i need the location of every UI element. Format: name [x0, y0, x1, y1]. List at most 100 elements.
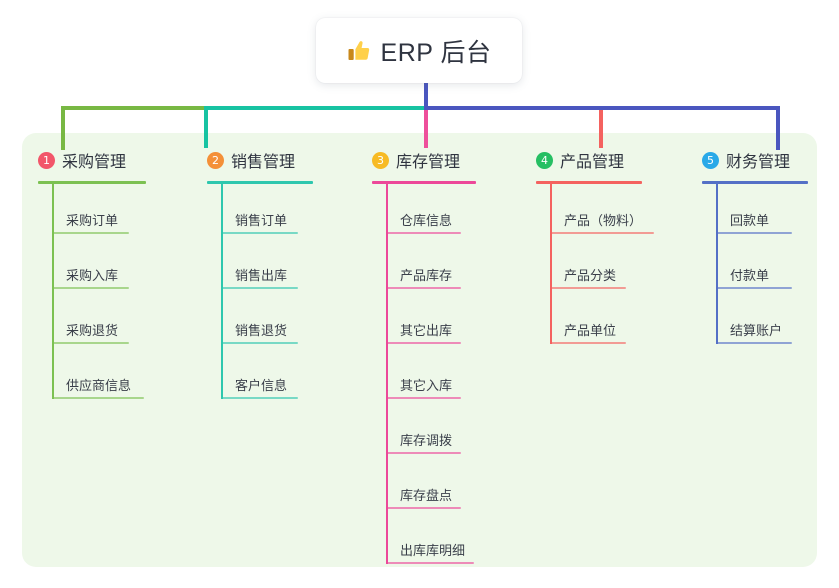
list-item[interactable]: 仓库信息 — [372, 184, 476, 239]
column-title-finance: 财务管理 — [726, 154, 791, 171]
item-rule-sales-1 — [221, 287, 298, 289]
column-sales: 2 销售管理销售订单销售出库销售退货客户信息 — [207, 148, 313, 404]
column-spine-finance — [716, 184, 718, 344]
column-header-sales[interactable]: 2 销售管理 — [207, 148, 313, 172]
item-rule-inventory-6 — [386, 562, 474, 564]
column-badge-finance: 5 — [702, 151, 719, 169]
item-label-finance-2: 结算账户 — [730, 323, 783, 338]
list-item[interactable]: 出库库明细 — [372, 514, 476, 569]
item-rule-purchase-0 — [52, 232, 129, 234]
drop-inventory — [424, 110, 428, 148]
column-badge-sales: 2 — [207, 151, 224, 169]
drop-product — [599, 110, 603, 148]
column-items-inventory: 仓库信息产品库存其它出库其它入库库存调拨库存盘点出库库明细 — [372, 184, 476, 569]
column-spine-inventory — [386, 184, 388, 564]
root-node-label: ERP 后台 — [380, 38, 492, 67]
item-label-finance-0: 回款单 — [730, 213, 770, 228]
column-spine-sales — [221, 184, 223, 399]
list-item[interactable]: 采购入库 — [38, 239, 146, 294]
drop-finance — [776, 106, 780, 150]
root-stem — [424, 78, 428, 108]
list-item[interactable]: 产品单位 — [536, 294, 642, 349]
thumbs-up-icon — [348, 40, 369, 60]
column-spine-product — [550, 184, 552, 344]
item-label-product-0: 产品（物料） — [564, 213, 643, 228]
list-item[interactable]: 付款单 — [702, 239, 808, 294]
column-header-inventory[interactable]: 3 库存管理 — [372, 148, 476, 172]
column-rule-purchase — [38, 181, 146, 184]
list-item[interactable]: 产品（物料） — [536, 184, 654, 239]
item-rule-purchase-3 — [52, 397, 144, 399]
drop-purchase — [61, 106, 65, 150]
column-rule-inventory — [372, 181, 476, 184]
drop-sales — [204, 110, 208, 148]
item-label-inventory-3: 其它入库 — [400, 378, 453, 393]
branches-panel — [22, 133, 817, 567]
root-node[interactable]: ERP 后台 — [316, 18, 522, 83]
list-item[interactable]: 产品库存 — [372, 239, 476, 294]
column-title-purchase: 采购管理 — [62, 154, 127, 171]
item-label-product-1: 产品分类 — [564, 268, 617, 283]
list-item[interactable]: 销售退货 — [207, 294, 313, 349]
item-label-sales-2: 销售退货 — [235, 323, 288, 338]
column-finance: 5 财务管理回款单付款单结算账户 — [702, 148, 808, 349]
item-label-inventory-6: 出库库明细 — [400, 543, 466, 558]
list-item[interactable]: 库存调拨 — [372, 404, 476, 459]
item-rule-finance-2 — [716, 342, 792, 344]
column-rule-product — [536, 181, 642, 184]
column-header-purchase[interactable]: 1 采购管理 — [38, 148, 146, 172]
column-title-product: 产品管理 — [560, 154, 625, 171]
item-label-inventory-4: 库存调拨 — [400, 433, 453, 448]
column-items-product: 产品（物料） 产品分类产品单位 — [536, 184, 654, 349]
column-rule-sales — [207, 181, 313, 184]
list-item[interactable]: 产品分类 — [536, 239, 642, 294]
item-rule-product-1 — [550, 287, 626, 289]
item-rule-purchase-1 — [52, 287, 129, 289]
list-item[interactable]: 采购退货 — [38, 294, 146, 349]
item-rule-inventory-3 — [386, 397, 461, 399]
column-inventory: 3 库存管理仓库信息产品库存其它出库其它入库库存调拨库存盘点出库库明细 — [372, 148, 476, 569]
list-item[interactable]: 结算账户 — [702, 294, 808, 349]
column-header-finance[interactable]: 5 财务管理 — [702, 148, 808, 172]
list-item[interactable]: 供应商信息 — [38, 349, 146, 404]
item-label-purchase-0: 采购订单 — [66, 213, 119, 228]
item-label-inventory-1: 产品库存 — [400, 268, 453, 283]
column-spine-purchase — [52, 184, 54, 399]
column-badge-purchase: 1 — [38, 151, 55, 169]
item-label-inventory-0: 仓库信息 — [400, 213, 453, 228]
item-label-purchase-3: 供应商信息 — [66, 378, 132, 393]
item-label-sales-0: 销售订单 — [235, 213, 288, 228]
item-label-inventory-5: 库存盘点 — [400, 488, 453, 503]
bus-segment-blue — [424, 106, 776, 110]
column-title-sales: 销售管理 — [231, 154, 296, 171]
list-item[interactable]: 其它出库 — [372, 294, 476, 349]
list-item[interactable]: 销售出库 — [207, 239, 313, 294]
bus-segment-teal — [204, 106, 424, 110]
list-item[interactable]: 客户信息 — [207, 349, 313, 404]
item-rule-inventory-2 — [386, 342, 461, 344]
item-label-product-2: 产品单位 — [564, 323, 617, 338]
item-rule-finance-0 — [716, 232, 792, 234]
list-item[interactable]: 回款单 — [702, 184, 808, 239]
item-rule-product-0 — [550, 232, 654, 234]
column-purchase: 1 采购管理采购订单采购入库采购退货供应商信息 — [38, 148, 146, 404]
item-label-sales-1: 销售出库 — [235, 268, 288, 283]
item-rule-inventory-1 — [386, 287, 461, 289]
item-rule-purchase-2 — [52, 342, 129, 344]
list-item[interactable]: 销售订单 — [207, 184, 313, 239]
column-rule-finance — [702, 181, 808, 184]
list-item[interactable]: 采购订单 — [38, 184, 146, 239]
column-title-inventory: 库存管理 — [396, 154, 461, 171]
item-rule-sales-2 — [221, 342, 298, 344]
item-rule-finance-1 — [716, 287, 792, 289]
item-label-purchase-2: 采购退货 — [66, 323, 119, 338]
item-label-finance-1: 付款单 — [730, 268, 770, 283]
column-badge-inventory: 3 — [372, 151, 389, 169]
column-items-finance: 回款单付款单结算账户 — [702, 184, 808, 349]
item-rule-sales-3 — [221, 397, 298, 399]
list-item[interactable]: 其它入库 — [372, 349, 476, 404]
list-item[interactable]: 库存盘点 — [372, 459, 476, 514]
